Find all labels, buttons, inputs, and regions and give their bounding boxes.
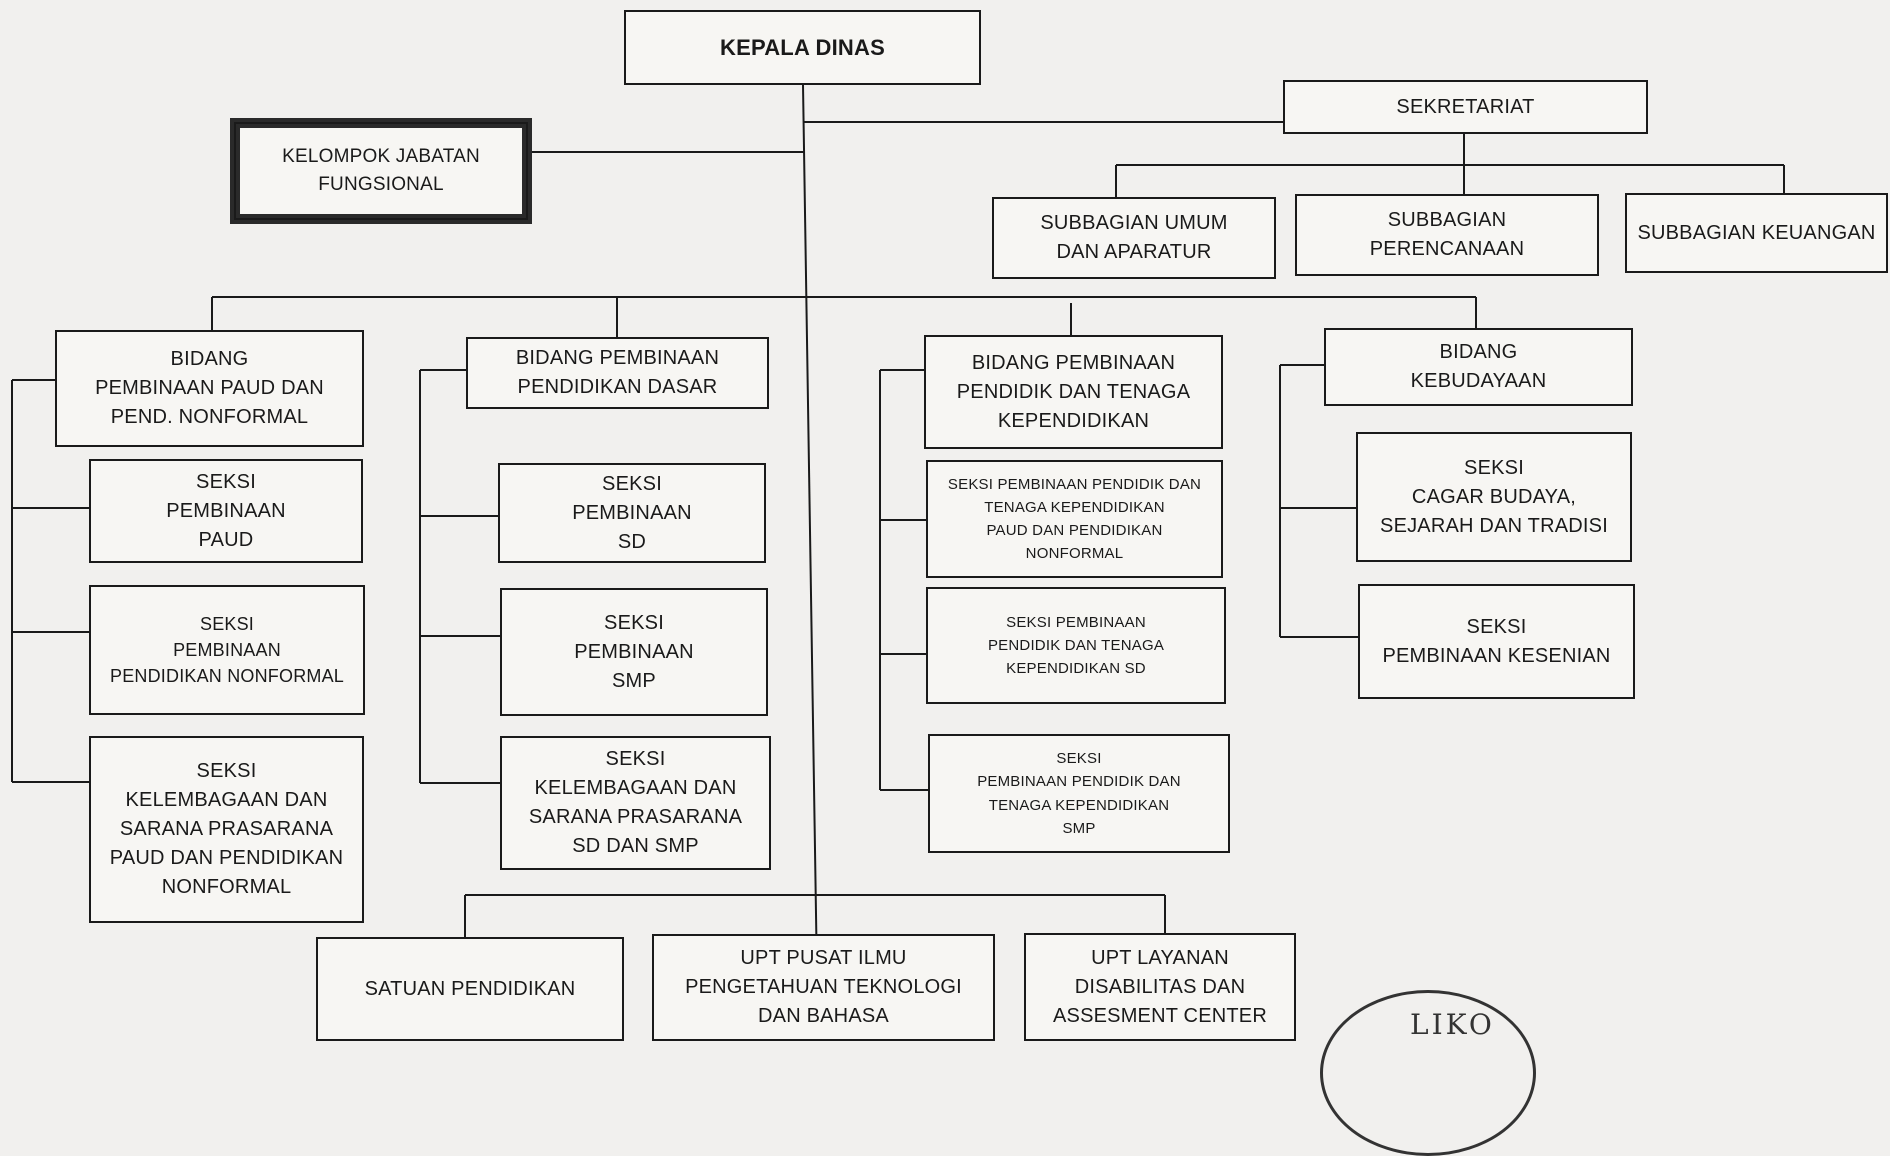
stamp-text: LIKO [1410, 1008, 1495, 1041]
bidang-paud-box: BIDANG PEMBINAAN PAUD DAN PEND. NONFORMA… [55, 330, 364, 447]
seksi-pendidik-smp-box: SEKSI PEMBINAAN PENDIDIK DAN TENAGA KEPE… [928, 734, 1230, 853]
seksi-pembinaan-paud-box: SEKSI PEMBINAAN PAUD [89, 459, 363, 563]
seksi-pembinaan-sd-box: SEKSI PEMBINAAN SD [498, 463, 766, 563]
seksi-pembinaan-pendidikan-nonformal-box: SEKSI PEMBINAAN PENDIDIKAN NONFORMAL [89, 585, 365, 715]
seksi-pendidik-paud-nonformal-box: SEKSI PEMBINAAN PENDIDIK DAN TENAGA KEPE… [926, 460, 1223, 578]
seksi-kelembagaan-paud-box: SEKSI KELEMBAGAAN DAN SARANA PRASARANA P… [89, 736, 364, 923]
satuan-pendidikan-box: SATUAN PENDIDIKAN [316, 937, 624, 1041]
org-chart-connectors [11, 84, 1785, 1041]
subbagian-perencanaan-box: SUBBAGIAN PERENCANAAN [1295, 194, 1599, 276]
bidang-pendidikan-dasar-box: BIDANG PEMBINAAN PENDIDIKAN DASAR [466, 337, 769, 409]
bidang-kebudayaan-box: BIDANG KEBUDAYAAN [1324, 328, 1633, 406]
kelompok-jabatan-fungsional-box: KELOMPOK JABATAN FUNGSIONAL [230, 118, 532, 224]
subbagian-umum-box: SUBBAGIAN UMUM DAN APARATUR [992, 197, 1276, 279]
sekretariat-box: SEKRETARIAT [1283, 80, 1648, 134]
seksi-cagar-budaya-box: SEKSI CAGAR BUDAYA, SEJARAH DAN TRADISI [1356, 432, 1632, 562]
bidang-pendidik-tenaga-kependidikan-box: BIDANG PEMBINAAN PENDIDIK DAN TENAGA KEP… [924, 335, 1223, 449]
seksi-pembinaan-smp-box: SEKSI PEMBINAAN SMP [500, 588, 768, 716]
seksi-pembinaan-kesenian-box: SEKSI PEMBINAAN KESENIAN [1358, 584, 1635, 699]
kepala-dinas-box: KEPALA DINAS [624, 10, 981, 85]
upt-pusat-ilmu-box: UPT PUSAT ILMU PENGETAHUAN TEKNOLOGI DAN… [652, 934, 995, 1041]
seksi-kelembagaan-sd-smp-box: SEKSI KELEMBAGAAN DAN SARANA PRASARANA S… [500, 736, 771, 870]
seksi-pendidik-sd-box: SEKSI PEMBINAAN PENDIDIK DAN TENAGA KEPE… [926, 587, 1226, 704]
subbagian-keuangan-box: SUBBAGIAN KEUANGAN [1625, 193, 1888, 273]
upt-layanan-disabilitas-box: UPT LAYANAN DISABILITAS DAN ASSESMENT CE… [1024, 933, 1296, 1041]
